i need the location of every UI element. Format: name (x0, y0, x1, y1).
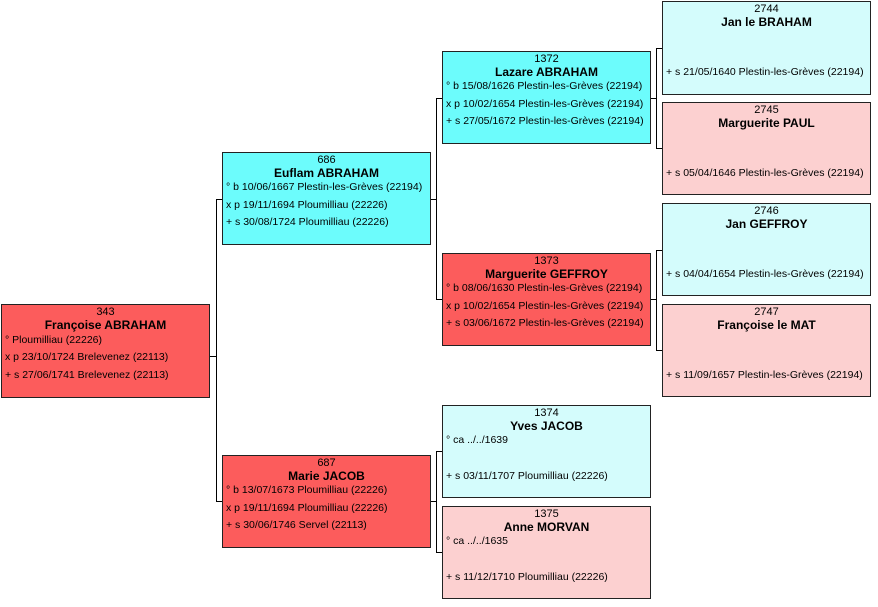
connector-2744-h (656, 48, 662, 49)
death-event: + s 11/09/1657 Plestin-les-Grèves (22194… (666, 369, 863, 381)
death-event: + s 30/08/1724 Ploumilliau (22226) (226, 216, 389, 228)
death-event: + s 03/06/1672 Plestin-les-Grèves (22194… (446, 317, 644, 329)
person-name: Marie JACOB (288, 469, 365, 483)
connector-gen4a-v (656, 48, 657, 149)
connector-gen3b-v (436, 451, 437, 553)
connector-343-h (210, 356, 217, 357)
person-number: 2744 (754, 3, 779, 15)
marriage-event: x p 19/11/1694 Ploumilliau (22226) (226, 199, 388, 211)
person-number: 687 (317, 457, 336, 469)
person-name: Marguerite PAUL (718, 116, 815, 130)
birth-event: ° ca ../../1639 (446, 434, 508, 446)
birth-event: ° b 13/07/1673 Ploumilliau (22226) (226, 484, 388, 496)
death-event: + s 11/12/1710 Ploumilliau (22226) (446, 571, 608, 583)
connector-2746-h (656, 250, 662, 251)
person-card-687[interactable]: 687 Marie JACOB ° b 13/07/1673 Ploumilli… (222, 455, 431, 548)
marriage-event: x p 10/02/1654 Plestin-les-Grèves (22194… (446, 98, 644, 110)
birth-event: ° b 10/06/1667 Plestin-les-Grèves (22194… (226, 181, 423, 193)
connector-687-out (431, 501, 437, 502)
death-event: + s 27/05/1672 Plestin-les-Grèves (22194… (446, 115, 644, 127)
person-card-686[interactable]: 686 Euflam ABRAHAM ° b 10/06/1667 Plesti… (222, 152, 431, 245)
marriage-event: x p 23/10/1724 Brelevenez (22113) (5, 351, 169, 363)
person-number: 1374 (534, 407, 559, 419)
birth-event: ° Ploumilliau (22226) (5, 334, 102, 346)
person-card-1373[interactable]: 1373 Marguerite GEFFROY ° b 08/06/1630 P… (442, 253, 651, 346)
person-number: 1372 (534, 53, 559, 65)
person-number: 686 (317, 154, 336, 166)
person-card-1375[interactable]: 1375 Anne MORVAN ° ca ../../1635 + s 11/… (442, 506, 651, 599)
connector-1374-h (436, 451, 442, 452)
connector-687-h (216, 501, 222, 502)
person-name: Françoise le MAT (717, 318, 816, 332)
connector-gen2-v (216, 199, 217, 502)
person-name: Lazare ABRAHAM (495, 65, 598, 79)
connector-1375-h (436, 552, 442, 553)
connector-686-h (216, 199, 222, 200)
person-card-2746[interactable]: 2746 Jan GEFFROY + s 04/04/1654 Plestin-… (662, 203, 871, 296)
birth-event: ° ca ../../1635 (446, 535, 508, 547)
connector-686-out (431, 199, 437, 200)
death-event: + s 21/05/1640 Plestin-les-Grèves (22194… (666, 66, 864, 78)
connector-1373-out (651, 299, 657, 300)
connector-gen3a-v (436, 98, 437, 300)
death-event: + s 27/06/1741 Brelevenez (22113) (5, 369, 169, 381)
person-card-2747[interactable]: 2747 Françoise le MAT + s 11/09/1657 Ple… (662, 304, 871, 397)
birth-event: ° b 08/06/1630 Plestin-les-Grèves (22194… (446, 282, 643, 294)
marriage-event: x p 10/02/1654 Plestin-les-Grèves (22194… (446, 300, 644, 312)
connector-gen4b-v (656, 250, 657, 351)
birth-event: ° b 15/08/1626 Plestin-les-Grèves (22194… (446, 80, 643, 92)
person-name: Françoise ABRAHAM (44, 318, 167, 332)
person-number: 1373 (534, 255, 559, 267)
connector-1372-h (436, 98, 442, 99)
person-name: Jan GEFFROY (725, 217, 808, 231)
person-card-1374[interactable]: 1374 Yves JACOB ° ca ../../1639 + s 03/1… (442, 405, 651, 498)
death-event: + s 04/04/1654 Plestin-les-Grèves (22194… (666, 268, 864, 280)
marriage-event: x p 19/11/1694 Ploumilliau (22226) (226, 502, 388, 514)
person-name: Anne MORVAN (503, 520, 590, 534)
person-number: 2745 (754, 104, 779, 116)
person-card-2744[interactable]: 2744 Jan le BRAHAM + s 21/05/1640 Plesti… (662, 1, 871, 95)
person-name: Euflam ABRAHAM (274, 166, 379, 180)
person-number: 2746 (754, 205, 779, 217)
death-event: + s 30/06/1746 Servel (22113) (226, 519, 367, 531)
person-name: Jan le BRAHAM (721, 15, 812, 29)
person-number: 2747 (754, 306, 779, 318)
person-card-2745[interactable]: 2745 Marguerite PAUL + s 05/04/1646 Ples… (662, 102, 871, 195)
person-name: Marguerite GEFFROY (485, 267, 608, 281)
death-event: + s 03/11/1707 Ploumilliau (22226) (446, 470, 608, 482)
connector-1372-out (651, 98, 657, 99)
connector-2745-h (656, 148, 662, 149)
person-number: 343 (96, 306, 115, 318)
person-card-343[interactable]: 343 Françoise ABRAHAM ° Ploumilliau (222… (1, 304, 210, 398)
person-name: Yves JACOB (510, 419, 583, 433)
death-event: + s 05/04/1646 Plestin-les-Grèves (22194… (666, 167, 864, 179)
connector-2747-h (656, 350, 662, 351)
connector-1373-h (436, 299, 442, 300)
person-number: 1375 (534, 508, 559, 520)
person-card-1372[interactable]: 1372 Lazare ABRAHAM ° b 15/08/1626 Plest… (442, 51, 651, 144)
